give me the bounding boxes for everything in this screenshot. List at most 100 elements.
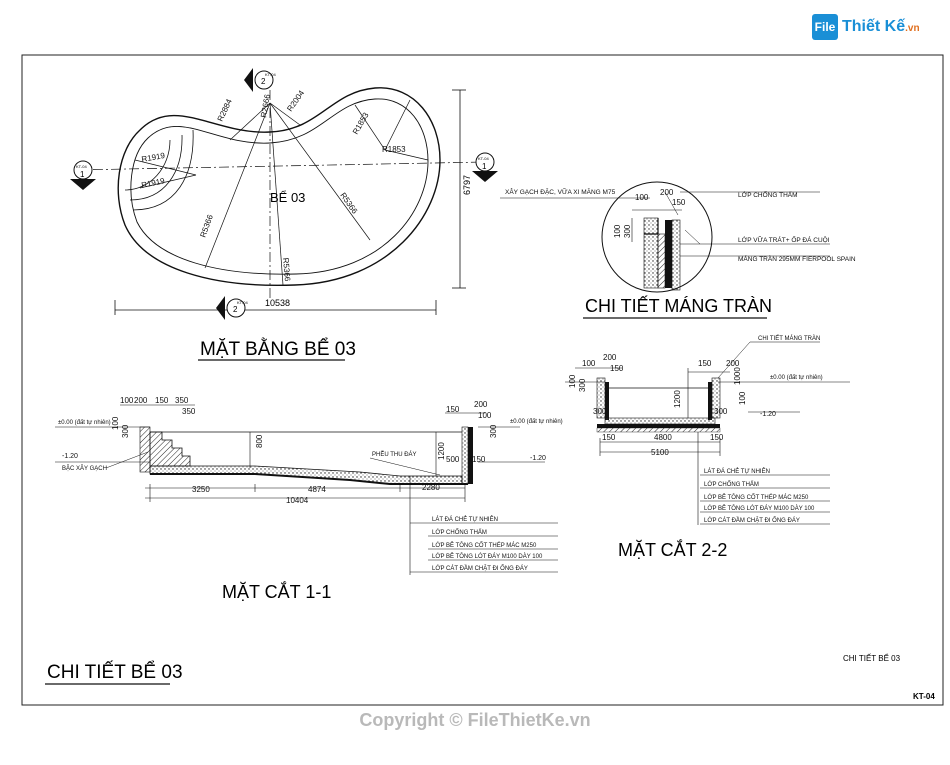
section-1-drawing xyxy=(55,404,558,575)
dim-label: 4800 xyxy=(654,433,672,442)
layer-note: LỚP CHỐNG THẤM xyxy=(432,529,487,536)
dim-label: 150 xyxy=(698,359,712,368)
dim-label: 100 xyxy=(635,193,649,202)
depth-label: 1200 xyxy=(437,442,446,460)
dim-label: 4874 xyxy=(308,485,326,494)
level-label: ±0.00 (đất tự nhiên) xyxy=(510,419,563,425)
radius-label: R2004 xyxy=(285,88,306,113)
dim-label: 300 xyxy=(714,407,728,416)
dim-label: 500 xyxy=(446,455,460,464)
radius-label: R5366 xyxy=(281,257,292,282)
radius-label: R1919 xyxy=(141,176,166,190)
dim-label: 2280 xyxy=(422,483,440,492)
plan-height-dim: 6797 xyxy=(462,175,472,195)
radius-label: R1853 xyxy=(351,111,371,136)
pool-label: BỂ 03 xyxy=(270,190,305,205)
section-1-labels: 100 200 150 350 350 ±0.00 (đất tự nhiên)… xyxy=(58,396,563,505)
layer-note: LÁT ĐÁ CHẺ TỰ NHIÊN xyxy=(704,467,770,475)
layer-note: LỚP BÊ TÔNG LÓT ĐÁY M100 DÀY 100 xyxy=(432,552,543,560)
layer-note: LỚP CÁT ĐẦM CHẶT ĐI ỐNG ĐÁY xyxy=(704,517,800,524)
radius-label: R1919 xyxy=(141,151,166,164)
depth-label: 800 xyxy=(255,434,264,448)
dim-label: 100 xyxy=(120,396,134,405)
section-1-title: MẶT CẮT 1-1 xyxy=(222,581,331,602)
dim-label: 300 xyxy=(489,424,498,438)
title-block-label: CHI TIẾT BỂ 03 xyxy=(843,653,901,663)
marker-number: 2 xyxy=(233,305,238,314)
pool-outline-inner xyxy=(130,98,429,275)
radius-label: R2884 xyxy=(216,97,234,123)
dim-label: 300 xyxy=(578,378,587,392)
step-arcs xyxy=(124,129,194,211)
step-label: BẬC XÂY GẠCH xyxy=(62,465,107,472)
dim-label: 200 xyxy=(726,359,740,368)
radius-label: R1853 xyxy=(382,145,406,154)
section-marker-2-bottom: 2 KT-04 xyxy=(216,296,248,320)
sheet-title: CHI TIẾT BỂ 03 xyxy=(47,661,183,683)
sheet-code: KT-04 xyxy=(913,692,935,701)
dim-label: 150 xyxy=(155,396,169,405)
overflow-detail xyxy=(500,181,830,293)
dim-label: 150 xyxy=(472,455,486,464)
detail-note: XÂY GẠCH ĐẶC, VỮA XI MĂNG M75 xyxy=(505,187,616,196)
layer-note: LỚP BÊ TÔNG LÓT ĐÁY M100 DÀY 100 xyxy=(704,504,815,512)
dim-label: 350 xyxy=(182,407,196,416)
radius-label: R5366 xyxy=(338,191,359,216)
dim-label: 300 xyxy=(121,424,130,438)
logo-mark: File xyxy=(812,14,838,40)
section-marker-1-left: 1 KT-04 xyxy=(70,160,96,190)
copyright-watermark: Copyright © FileThietKe.vn xyxy=(359,710,591,730)
dim-label: 150 xyxy=(602,433,616,442)
dim-label: 200 xyxy=(474,400,488,409)
dim-label: 200 xyxy=(603,353,617,362)
logo-domain: .vn xyxy=(905,23,920,34)
layer-note: LỚP BÊ TÔNG CỐT THÉP MÁC M250 xyxy=(432,541,537,549)
dim-label: 100 xyxy=(582,359,596,368)
level-label: -1.20 xyxy=(530,455,546,462)
dim-label: 150 xyxy=(610,364,624,373)
marker-sheet-ref: KT-04 xyxy=(478,156,489,161)
dim-label: 150 xyxy=(446,405,460,414)
dim-label: 100 xyxy=(613,224,622,238)
section-2-drawing xyxy=(565,341,850,525)
section-2-title: MẶT CẮT 2-2 xyxy=(618,539,727,560)
detail-note: MÁNG TRÀN 295MM FIERPOOL SPAIN xyxy=(738,254,856,263)
dim-label: 100 xyxy=(478,411,492,420)
dim-label: 300 xyxy=(623,224,632,238)
dim-label: 100 xyxy=(738,391,747,405)
marker-number: 1 xyxy=(482,162,487,171)
dim-label: 100 xyxy=(568,374,577,388)
dim-label: 300 xyxy=(593,407,607,416)
marker-sheet-ref: KT-04 xyxy=(76,164,87,169)
dim-label: 150 xyxy=(672,198,686,207)
level-label: -1.20 xyxy=(760,411,776,418)
pool-outline-outer xyxy=(117,87,441,287)
plan-radius-labels: R2884 R2666 R2004 R1853 R1853 R1919 R191… xyxy=(141,88,407,282)
radius-label: R2666 xyxy=(259,93,272,118)
dim-label: 3250 xyxy=(192,485,210,494)
level-label: ±0.00 (đất tự nhiên) xyxy=(58,420,111,426)
detail-note: LỚP VỮA TRÁT+ ỐP ĐÁ CUỘI xyxy=(738,234,830,244)
dim-label: 1000 xyxy=(733,367,742,385)
layer-note: LỚP BÊ TÔNG CỐT THÉP MÁC M250 xyxy=(704,493,809,501)
dim-label: 150 xyxy=(710,433,724,442)
depth-label: 1200 xyxy=(673,390,682,408)
overflow-detail-dims: 100 200 150 100 300 xyxy=(613,188,686,238)
logo-text: Thiết Kế.vn xyxy=(842,18,920,36)
dim-label: 10404 xyxy=(286,496,309,505)
logo-name: Thiết Kế xyxy=(842,18,906,35)
section-2-layer-notes: LÁT ĐÁ CHẺ TỰ NHIÊN LỚP CHỐNG THẤM LỚP B… xyxy=(704,467,815,524)
drain-label: PHỄU THU ĐÁY xyxy=(372,451,417,458)
detail-title: CHI TIẾT MÁNG TRÀN xyxy=(585,295,772,316)
dim-label: 200 xyxy=(134,396,148,405)
pool-plan xyxy=(74,87,486,315)
radius-label: R5366 xyxy=(198,213,215,239)
dim-label: 100 xyxy=(111,416,120,430)
marker-sheet-ref: KT-04 xyxy=(265,72,276,77)
sheet-border xyxy=(21,54,944,706)
dim-label: 200 xyxy=(660,188,674,197)
plan-width-dim: 10538 xyxy=(265,298,290,308)
site-logo[interactable]: File Thiết Kế.vn xyxy=(812,12,942,44)
detail-note: LỚP CHỐNG THẤM xyxy=(738,189,798,199)
